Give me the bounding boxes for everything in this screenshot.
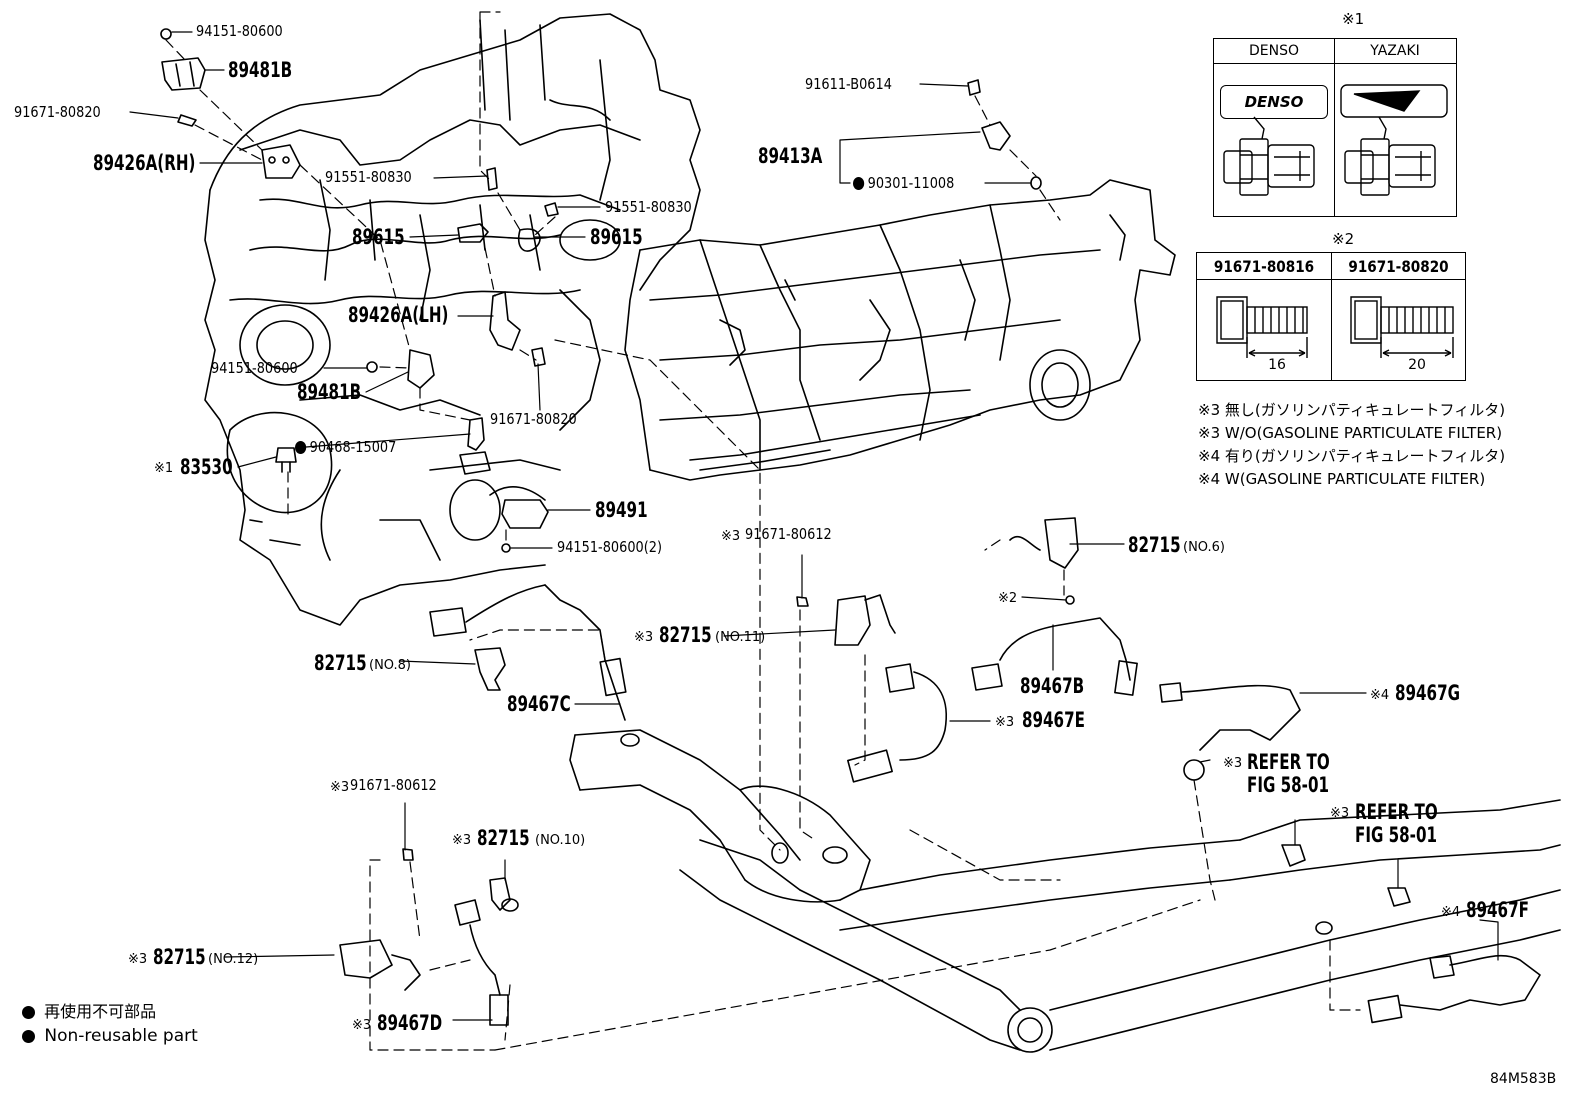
label-89467G-mark: ※4	[1370, 688, 1390, 703]
label-82715-no10: 82715	[477, 826, 530, 850]
label-89467D: 89467D	[377, 1011, 443, 1035]
label-94151-80600-mid: 94151-80600	[211, 359, 298, 377]
note-3: ※4 有り(ガソリンパティキュレートフィルタ)	[1198, 447, 1506, 465]
note-2: ※3 W/O(GASOLINE PARTICULATE FILTER)	[1198, 424, 1503, 442]
inset1-connectors	[1223, 84, 1448, 196]
inset2-col-80816: 91671-80816	[1213, 257, 1315, 276]
label-82715-no8: 82715	[314, 651, 367, 675]
engine-drawing	[204, 13, 701, 626]
label-89467D-mark: ※3	[352, 1018, 372, 1033]
label-89467C: 89467C	[507, 692, 571, 716]
label-mark2: ※2	[998, 591, 1018, 606]
label-82715-no12-mark: ※3	[128, 952, 148, 967]
label-refer2-mark: ※3	[1330, 806, 1350, 821]
legend-dot	[22, 1029, 35, 1043]
inset1-col-denso: DENSO	[1248, 43, 1299, 59]
label-refer1-line2: FIG 58-01	[1247, 773, 1329, 797]
label-82715-no11: 82715	[659, 623, 712, 647]
label-83530-mark: ※1	[154, 461, 174, 476]
label-89426A-RH: 89426A(RH)	[93, 151, 196, 175]
inset1-col-yazaki: YAZAKI	[1370, 43, 1420, 59]
note-1: ※3 無し(ガソリンパティキュレートフィルタ)	[1198, 401, 1506, 419]
leader-lines	[129, 31, 1499, 1021]
label-89467B: 89467B	[1020, 674, 1085, 698]
label-82715-no6-sub: (NO.6)	[1183, 540, 1225, 555]
label-82715-no10-mark: ※3	[452, 833, 472, 848]
label-89481B-top: 89481B	[228, 58, 293, 82]
inset1-table: DENSO YAZAKI DENSO	[1213, 38, 1457, 217]
label-89615-a: 89615	[352, 225, 405, 249]
label-89467F: 89467F	[1466, 898, 1529, 922]
label-82715-no12: 82715	[153, 945, 206, 969]
label-91671-80612-a: 91671-80612	[745, 525, 832, 543]
label-91551-80830-b: 91551-80830	[605, 198, 692, 216]
inset2-col-80820: 91671-80820	[1348, 257, 1449, 276]
label-91551-80830-a: 91551-80830	[325, 168, 412, 186]
label-89426A-LH: 89426A(LH)	[348, 303, 449, 327]
label-refer2-line1: REFER TO	[1355, 800, 1438, 824]
label-89491: 89491	[595, 498, 648, 522]
non-reusable-dot	[295, 441, 307, 454]
label-89615-b: 89615	[590, 225, 643, 249]
inset1-mark: ※1	[1342, 10, 1365, 28]
label-94151-80600-top: 94151-80600	[196, 22, 283, 40]
label-90468-15007: 90468-15007	[295, 440, 396, 455]
label-82715-no6: 82715	[1128, 533, 1181, 557]
label-89467E-mark: ※3	[995, 715, 1015, 730]
transmission-drawing	[624, 179, 1176, 481]
inset2-dim-20: 20	[1408, 357, 1426, 373]
legend-dot	[22, 1006, 35, 1019]
label-90301-11008-text: 90301-11008	[867, 174, 955, 192]
label-91611-B0614: 91611-B0614	[805, 75, 892, 93]
label-refer2-line2: FIG 58-01	[1355, 823, 1437, 847]
dashed-lines	[165, 11, 1361, 1051]
label-89467F-mark: ※4	[1441, 905, 1461, 920]
label-89467E: 89467E	[1022, 708, 1085, 732]
label-89413A: 89413A	[758, 144, 823, 168]
label-89467G: 89467G	[1395, 681, 1461, 705]
label-refer1-line1: REFER TO	[1247, 750, 1330, 774]
inset2-dim-16: 16	[1268, 357, 1286, 373]
label-refer1-mark: ※3	[1223, 756, 1243, 771]
diagram-code: 84M583B	[1490, 1071, 1557, 1087]
label-82715-no11-sub: (NO.11)	[715, 630, 766, 645]
note-4: ※4 W(GASOLINE PARTICULATE FILTER)	[1198, 470, 1486, 488]
inset2-bolts	[1216, 296, 1454, 358]
oxygen-sensors	[339, 517, 1541, 1026]
label-82715-no12-sub: (NO.12)	[208, 952, 259, 967]
label-90301-11008: 90301-11008	[853, 176, 954, 191]
label-82715-no11-mark: ※3	[634, 630, 654, 645]
legend-item-en: Non-reusable part	[22, 1028, 198, 1045]
inset2-table: 91671-80816 91671-80820 16 20	[1196, 252, 1466, 381]
exhaust-pipes	[569, 729, 1561, 1053]
label-91671-80612-a-mark: ※3	[721, 529, 741, 544]
label-91671-80820-mid: 91671-80820	[490, 410, 577, 428]
non-reusable-dot	[853, 177, 865, 190]
inset2-mark: ※2	[1332, 230, 1355, 248]
label-82715-no8-sub: (NO.8)	[369, 658, 411, 673]
sensor-parts	[160, 28, 1042, 553]
legend-text-jp: 再使用不可部品	[44, 1002, 157, 1021]
label-83530: 83530	[180, 455, 233, 479]
label-94151-80600-2: 94151-80600(2)	[557, 538, 663, 556]
label-90468-15007-text: 90468-15007	[309, 438, 397, 456]
denso-marking-box: DENSO	[1220, 85, 1328, 119]
label-91671-80820-top: 91671-80820	[14, 103, 101, 121]
label-91671-80612-b: 91671-80612	[350, 776, 437, 794]
legend-text-en: Non-reusable part	[44, 1026, 198, 1046]
label-91671-80612-b-mark: ※3	[330, 780, 350, 795]
legend-item-jp: 再使用不可部品	[22, 1004, 156, 1020]
denso-brand-text: DENSO	[1244, 93, 1304, 111]
label-82715-no10-sub: (NO.10)	[535, 833, 586, 848]
label-89481B-mid: 89481B	[297, 380, 362, 404]
